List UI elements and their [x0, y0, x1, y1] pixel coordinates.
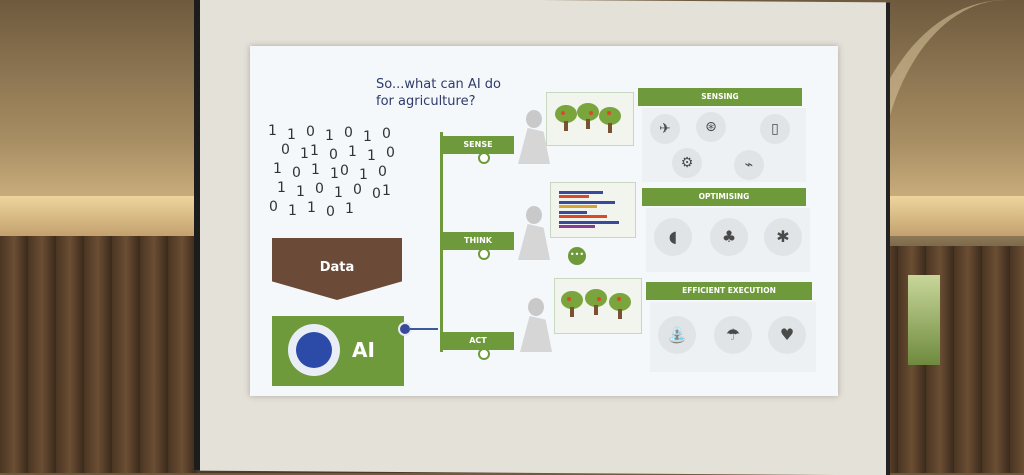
stage-tag-act: ACT — [442, 332, 514, 350]
trees-panel-act — [554, 278, 642, 334]
trees-panel-sense — [546, 92, 634, 146]
binary-digit: 1 — [273, 161, 282, 177]
curtain-right — [870, 246, 1024, 473]
binary-digit: 1 — [300, 146, 309, 162]
binary-digit: 0 — [306, 124, 315, 140]
stage-marker — [478, 152, 490, 164]
binary-digit: 1 — [277, 180, 286, 196]
execution-icons-area: ⛲ ☂ ♥ — [650, 302, 816, 372]
binary-digit: 0 — [340, 163, 349, 179]
binary-digit: 0 — [382, 126, 391, 142]
person-figure — [514, 298, 560, 354]
sensing-icons-area: ✈ ⊛ ▯ ⚙ ⌁ — [642, 108, 806, 182]
fertiliser-icon: ⛲ — [658, 316, 696, 354]
binary-digit: 1 — [382, 183, 391, 199]
binary-digit: 1 — [367, 148, 376, 164]
robot-icon: ⚙ — [672, 148, 702, 178]
window — [908, 275, 940, 365]
binary-digit: 1 — [348, 144, 357, 160]
section-header-optimising: OPTIMISING — [642, 188, 806, 206]
binary-digit: 0 — [372, 186, 381, 202]
data-label: Data — [319, 260, 355, 275]
binary-digit: 1 — [345, 201, 354, 217]
smartphone-icon: ▯ — [760, 114, 790, 144]
ai-block: AI — [272, 316, 404, 386]
binary-digit: 0 — [344, 125, 353, 141]
binary-digit: 0 — [292, 165, 301, 181]
sensor-icon: ⌁ — [734, 150, 764, 180]
binary-digit: 0 — [353, 182, 362, 198]
binary-digit: 1 — [363, 129, 372, 145]
binary-digit: 0 — [281, 142, 290, 158]
section-header-efficient-execution: EFFICIENT EXECUTION — [646, 282, 812, 300]
binary-digit: 1 — [288, 203, 297, 219]
binary-digit: 1 — [310, 143, 319, 159]
bar-chart-panel — [550, 182, 636, 238]
binary-digit: 0 — [326, 204, 335, 220]
binary-digit: 1 — [359, 167, 368, 183]
binary-digit: 0 — [378, 164, 387, 180]
stage-tag-sense: SENSE — [442, 136, 514, 154]
binary-digit: 1 — [330, 166, 339, 182]
binary-digit: 1 — [325, 128, 334, 144]
binary-digit: 1 — [311, 162, 320, 178]
curtain-left — [0, 236, 200, 473]
binary-digit: 1 — [287, 127, 296, 143]
section-header-sensing: SENSING — [638, 88, 802, 106]
binary-digit: 0 — [269, 199, 278, 215]
binary-digit: 1 — [296, 184, 305, 200]
stage-tag-think: THINK — [442, 232, 514, 250]
sprayer-icon: ☂ — [714, 316, 752, 354]
satellite-icon: ⊛ — [696, 112, 726, 142]
binary-digit: 0 — [315, 181, 324, 197]
pest-icon: ✱ — [764, 218, 802, 256]
chat-bubble-icon: ••• — [568, 247, 586, 265]
brain-icon — [288, 324, 340, 376]
sprinkler-icon: ◖ — [654, 218, 692, 256]
binary-digit: 1 — [268, 123, 277, 139]
ai-label: AI — [352, 338, 375, 362]
binary-digit: 0 — [386, 145, 395, 161]
stage-timeline — [440, 132, 443, 352]
binary-digit: 1 — [334, 185, 343, 201]
drone-icon: ✈ — [650, 114, 680, 144]
binary-digit: 0 — [329, 147, 338, 163]
optimising-icons-area: ◖ ♣ ✱ — [646, 208, 810, 272]
person-figure — [512, 206, 558, 262]
binary-digit: 1 — [307, 200, 316, 216]
connector-arrow — [410, 328, 438, 330]
harvest-icon: ♥ — [768, 316, 806, 354]
slide-title: So...what can AI do for agriculture? — [376, 77, 501, 109]
person-figure — [512, 110, 558, 166]
stage-marker — [478, 348, 490, 360]
plant-icon: ♣ — [710, 218, 748, 256]
stage-marker — [478, 248, 490, 260]
